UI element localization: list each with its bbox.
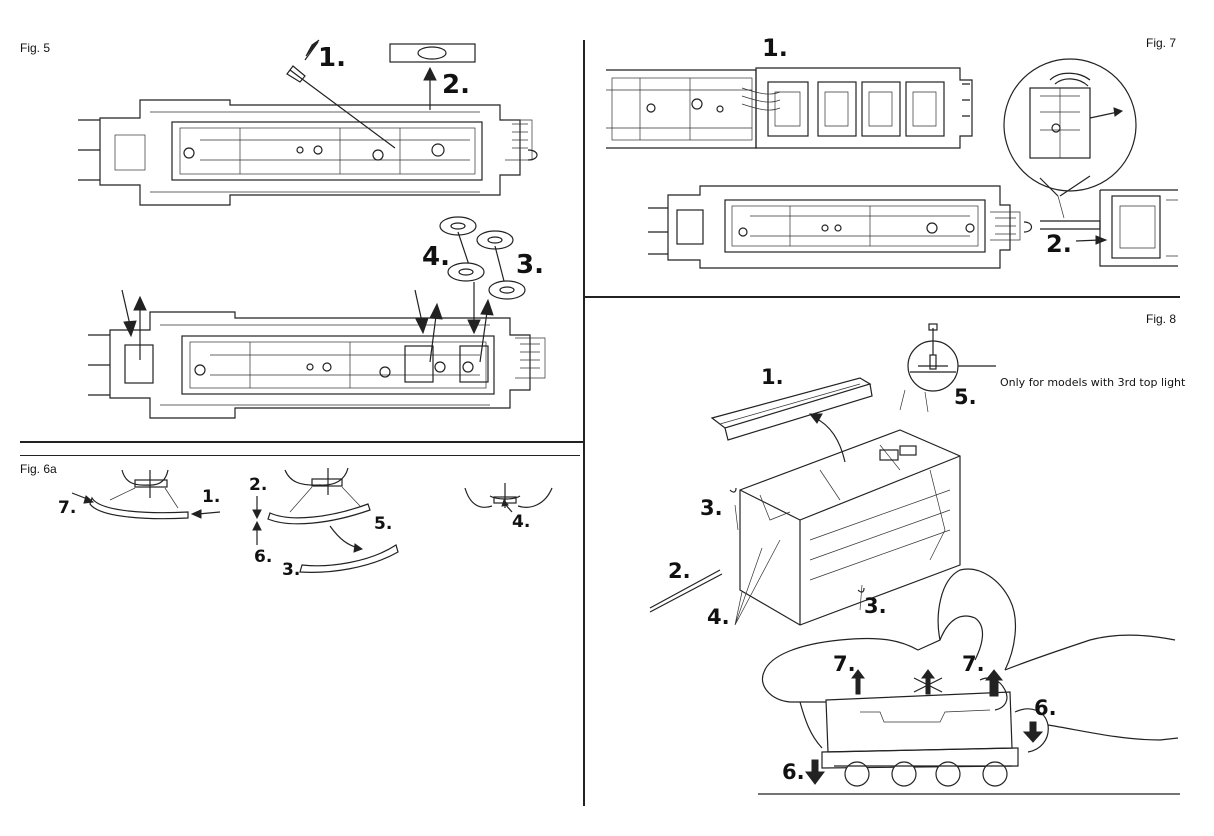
fig8-tender-exploded (649, 377, 961, 626)
fig6a-step-6: 6. (254, 547, 273, 567)
fig8-hands-tender (758, 568, 1180, 795)
fig6a-step-2: 2. (249, 475, 268, 495)
fig8-top-light-note: Only for models with 3rd top light (1000, 376, 1186, 389)
fig6a-step-5: 5. (374, 514, 393, 534)
fig5-step-4: 4. (422, 242, 450, 272)
fig8-step-5: 5. (954, 385, 977, 409)
fig8-step-1: 1. (761, 365, 784, 389)
divider-fig7-fig8 (585, 296, 1180, 298)
fig8-step-3-left: 3. (700, 496, 723, 520)
fig5-step-2: 2. (442, 70, 470, 100)
fig8-step-7-left: 7. (833, 652, 856, 676)
fig5-chassis-top (78, 39, 538, 206)
fig6a-step-1: 1. (202, 487, 221, 507)
fig5-wheelsets (439, 216, 526, 300)
fig6a-label: Fig. 6a (20, 462, 57, 476)
fig7-loco-top (606, 67, 973, 149)
fig8-step-6-right: 6. (1034, 696, 1057, 720)
fig5-step-3: 3. (516, 250, 544, 280)
fig8-top-light-inset (899, 323, 996, 413)
fig8-label: Fig. 8 (1146, 312, 1177, 326)
vertical-divider (583, 40, 585, 806)
fig8-step-4: 4. (707, 605, 730, 629)
fig6a-light-bars (71, 467, 553, 573)
divider-fig6a-bottom (20, 455, 580, 456)
fig7-inset-detail (1003, 58, 1137, 219)
fig5-label: Fig. 5 (20, 41, 51, 55)
fig7-step-1: 1. (762, 34, 788, 62)
divider-fig5-fig6a (20, 441, 583, 443)
fig7-step-2: 2. (1046, 230, 1072, 258)
fig5-step-1: 1. (318, 43, 346, 73)
fig8-step-7-right: 7. (962, 652, 985, 676)
fig7-label: Fig. 7 (1146, 36, 1177, 50)
fig6a-step-7: 7. (58, 498, 77, 518)
fig8-step-3-right: 3. (864, 594, 887, 618)
fig6a-step-4: 4. (512, 512, 531, 532)
fig5-chassis-bottom (88, 282, 546, 419)
fig8-step-2: 2. (668, 559, 691, 583)
fig8-step-6-left: 6. (782, 760, 805, 784)
fig7-loco-bottom (648, 185, 1178, 269)
fig6a-step-3: 3. (282, 560, 301, 580)
